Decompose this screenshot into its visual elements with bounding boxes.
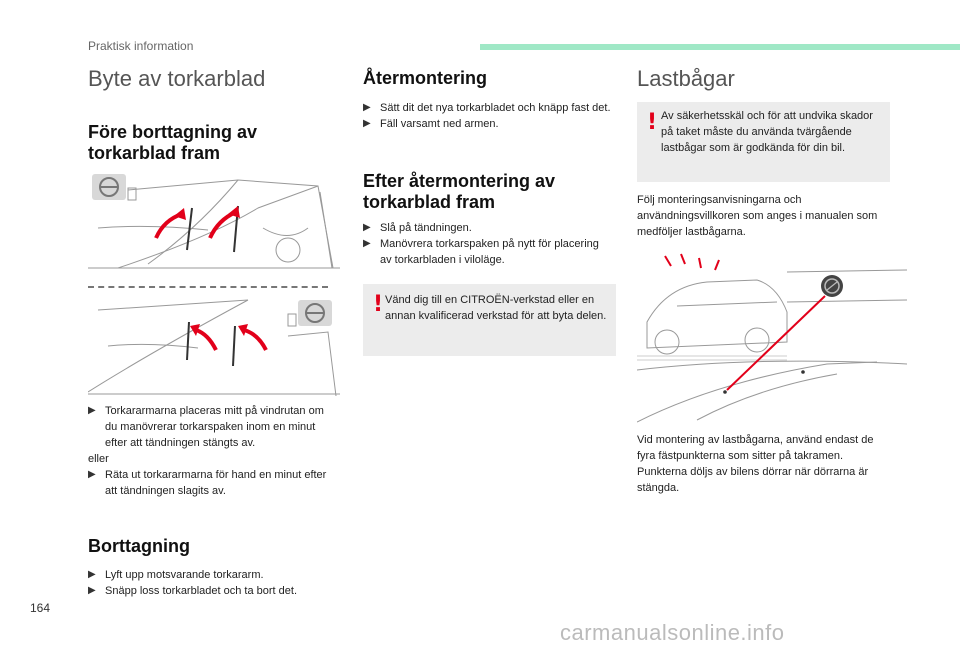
arrow-bullet-icon: ▶ [363,118,371,129]
before-removal-heading: Före borttagning av torkarblad fram [88,122,257,164]
roof-bars-paragraph-2: Vid montering av lastbågarna, använd end… [637,434,874,494]
arrow-bullet-icon: ▶ [88,585,96,596]
workshop-warning-box: ! Vänd dig till en CITROËN-verkstad elle… [363,284,616,356]
heading-line-1: Efter återmontering av [363,171,556,191]
list-item: ▶Snäpp loss torkarbladet och ta bort det… [88,585,298,597]
arrow-bullet-icon: ▶ [88,569,96,580]
heading-line-2: torkarblad fram [88,143,221,163]
warning-exclamation-icon: ! [373,292,384,317]
site-watermark: carmanualsonline.info [560,620,785,645]
warning-exclamation-icon: ! [647,110,658,135]
arrow-bullet-icon: ▶ [88,405,96,416]
arrow-bullet-icon: ▶ [363,102,371,113]
remount-text: ▶Sätt dit det nya torkarbladet och knäpp… [363,100,613,132]
remount-heading: Återmontering [363,68,488,88]
header-accent-bar [480,44,960,50]
heading-line-1: Före borttagning av [88,122,258,142]
steering-wheel-icon [92,174,137,201]
list-item: ▶Manövrera torkarspaken på nytt för plac… [363,238,599,266]
before-removal-text: ▶Torkararmarna placeras mitt på vindruta… [88,403,336,499]
removal-text: ▶Lyft upp motsvarande torkararm. ▶Snäpp … [88,567,336,599]
curved-arrow-down-icon [195,328,268,351]
warning-text: Vänd dig till en CITROËN-verkstad eller … [385,294,607,322]
roof-bars-paragraph-1: Följ monteringsanvisningarna och användn… [637,194,878,238]
section-label: Praktisk information [88,39,194,53]
dashed-separator [88,286,328,288]
steering-wheel-icon [287,300,332,327]
removal-heading: Borttagning [88,536,190,556]
arrow-bullet-icon: ▶ [88,469,96,480]
roof-bars-warning-box: ! Av säkerhetsskäl och för att undvika s… [637,102,890,182]
roof-bars-title: Lastbågar [637,66,735,91]
attachment-point-icon [821,275,843,297]
heading-line-2: torkarblad fram [363,192,496,212]
list-item: ▶Slå på tändningen. [363,222,472,234]
list-item: ▶Torkararmarna placeras mitt på vindruta… [88,405,324,449]
wiper-lowered-illustration [88,296,340,400]
page-number: 164 [30,601,51,615]
or-text: eller [88,453,109,465]
list-item: ▶Sätt dit det nya torkarbladet och knäpp… [363,102,611,114]
after-remount-heading: Efter återmontering av torkarblad fram [363,171,555,213]
arrow-bullet-icon: ▶ [363,222,371,233]
list-item: ▶Räta ut torkararmarna för hand en minut… [88,469,327,497]
page-title: Byte av torkarblad [88,66,266,91]
arrow-bullet-icon: ▶ [363,238,371,249]
roof-attachment-illustration [637,252,907,428]
wiper-raised-illustration [88,168,340,280]
after-remount-text: ▶Slå på tändningen. ▶Manövrera torkarspa… [363,220,613,268]
warning-text: Av säkerhetsskäl och för att undvika ska… [661,110,873,154]
list-item: ▶Lyft upp motsvarande torkararm. [88,569,264,581]
list-item: ▶Fäll varsamt ned armen. [363,118,499,130]
